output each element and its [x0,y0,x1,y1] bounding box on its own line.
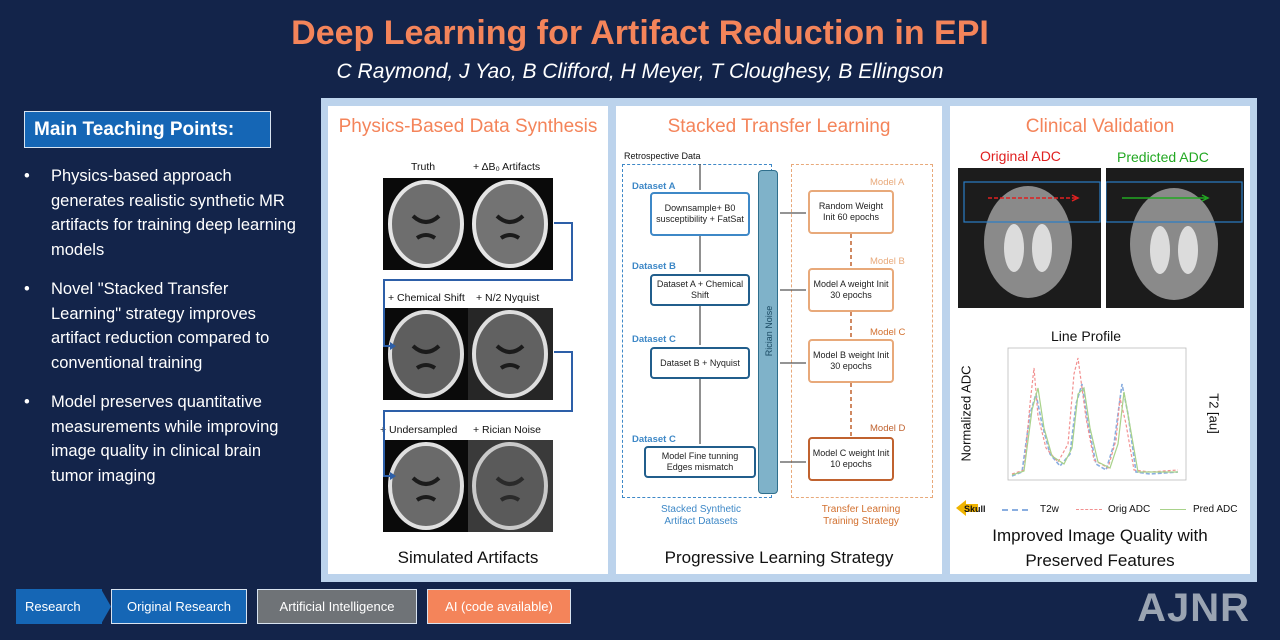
label-undersampled: + Undersampled [380,424,458,436]
panel-clinical-validation: Clinical Validation Original ADC Predict… [950,106,1250,574]
train-box: Model C weight Init 10 epochs [808,437,894,481]
legend-swatch [1160,509,1186,510]
panel-transfer-learning: Stacked Transfer Learning Retrospective … [616,106,942,574]
brain-row-3 [383,440,553,532]
ylabel-left: Normalized ADC [958,365,974,462]
model-label: Model D [870,423,906,434]
model-label: Model B [870,256,905,267]
rician-noise-bar: Rician Noise [758,170,778,494]
model-label: Model A [870,177,905,188]
label-nyquist: + N/2 Nyquist [476,292,540,304]
ylabel-right: T2 [au] [1206,393,1222,434]
train-box: Model A weight Init 30 epochs [808,268,894,312]
panel-footer-2: Preserved Features [1025,551,1175,570]
flow-arrows [699,164,852,463]
line-profile-title: Line Profile [1051,328,1122,344]
tag-ai-code[interactable]: AI (code available) [427,589,571,624]
dataset-label: Dataset A [632,181,676,192]
label-chemical-shift: + Chemical Shift [388,292,465,304]
legend-swatch [1076,509,1102,510]
ajnr-logo: AJNR [1137,586,1250,630]
datasets-caption: Stacked Synthetic Artifact Datasets [660,504,742,527]
step-box: Downsample+ B0 susceptibility + FatSat [650,192,750,236]
train-box: Model B weight Init 30 epochs [808,339,894,383]
step-box: Dataset B + Nyquist [650,347,750,379]
skull-arrow-icon [956,500,978,516]
teaching-points: Physics-based approach generates realist… [24,164,300,503]
tag-research[interactable]: Research [16,589,102,624]
step-box: Dataset A + Chemical Shift [650,274,750,306]
step-box: Model Fine tunning Edges mismatch [644,446,756,478]
pred-adc-label: Predicted ADC [1117,149,1209,165]
panel-footer: Progressive Learning Strategy [664,548,894,567]
flow-connectors [383,222,573,480]
legend-orig: Orig ADC [1108,504,1151,515]
pred-adc-image [1106,168,1244,308]
dataset-label: Dataset C [632,334,676,345]
training-caption: Transfer Learning Training Strategy [821,504,901,527]
legend-swatch [1002,509,1028,511]
teaching-point: Physics-based approach generates realist… [24,164,300,262]
train-box: Random Weight Init 60 epochs [808,190,894,234]
legend-pred: Pred ADC [1193,504,1238,515]
panel-data-synthesis: Physics-Based Data Synthesis Truth + ΔB₀… [328,106,608,574]
retro-label: Retrospective Data [624,151,701,161]
brain-row-2 [383,308,553,400]
teaching-heading: Main Teaching Points: [24,111,271,148]
page-title: Deep Learning for Artifact Reduction in … [291,14,989,52]
orig-adc-label: Original ADC [980,148,1061,164]
panel-title: Stacked Transfer Learning [667,116,891,137]
orig-adc-image [958,168,1101,308]
authors: C Raymond, J Yao, B Clifford, H Meyer, T… [336,60,944,83]
tag-arrow-icon [101,589,111,624]
panel-footer: Simulated Artifacts [397,548,539,567]
tag-original-research[interactable]: Original Research [111,589,247,624]
tag-artificial-intelligence[interactable]: Artificial Intelligence [257,589,417,624]
label-truth: Truth [411,161,436,173]
panel-footer-1: Improved Image Quality with [992,526,1208,545]
line-profile-plot [1007,347,1187,481]
dataset-label: Dataset B [632,261,676,272]
training-group [791,164,933,498]
dataset-label: Dataset C [632,434,676,445]
legend-t2w: T2w [1040,504,1059,515]
panel-title: Clinical Validation [1025,116,1175,137]
figure-frame: Physics-Based Data Synthesis Truth + ΔB₀… [321,98,1257,582]
legend-skull: Skull [964,504,986,514]
teaching-point: Novel "Stacked Transfer Learning" strate… [24,277,300,375]
panel-title: Physics-Based Data Synthesis [338,116,598,137]
model-label: Model C [870,327,906,338]
brain-row-1 [383,178,553,270]
label-b0: + ΔB₀ Artifacts [473,161,541,173]
teaching-point: Model preserves quantitative measurement… [24,390,300,488]
label-rician: + Rician Noise [473,424,541,436]
